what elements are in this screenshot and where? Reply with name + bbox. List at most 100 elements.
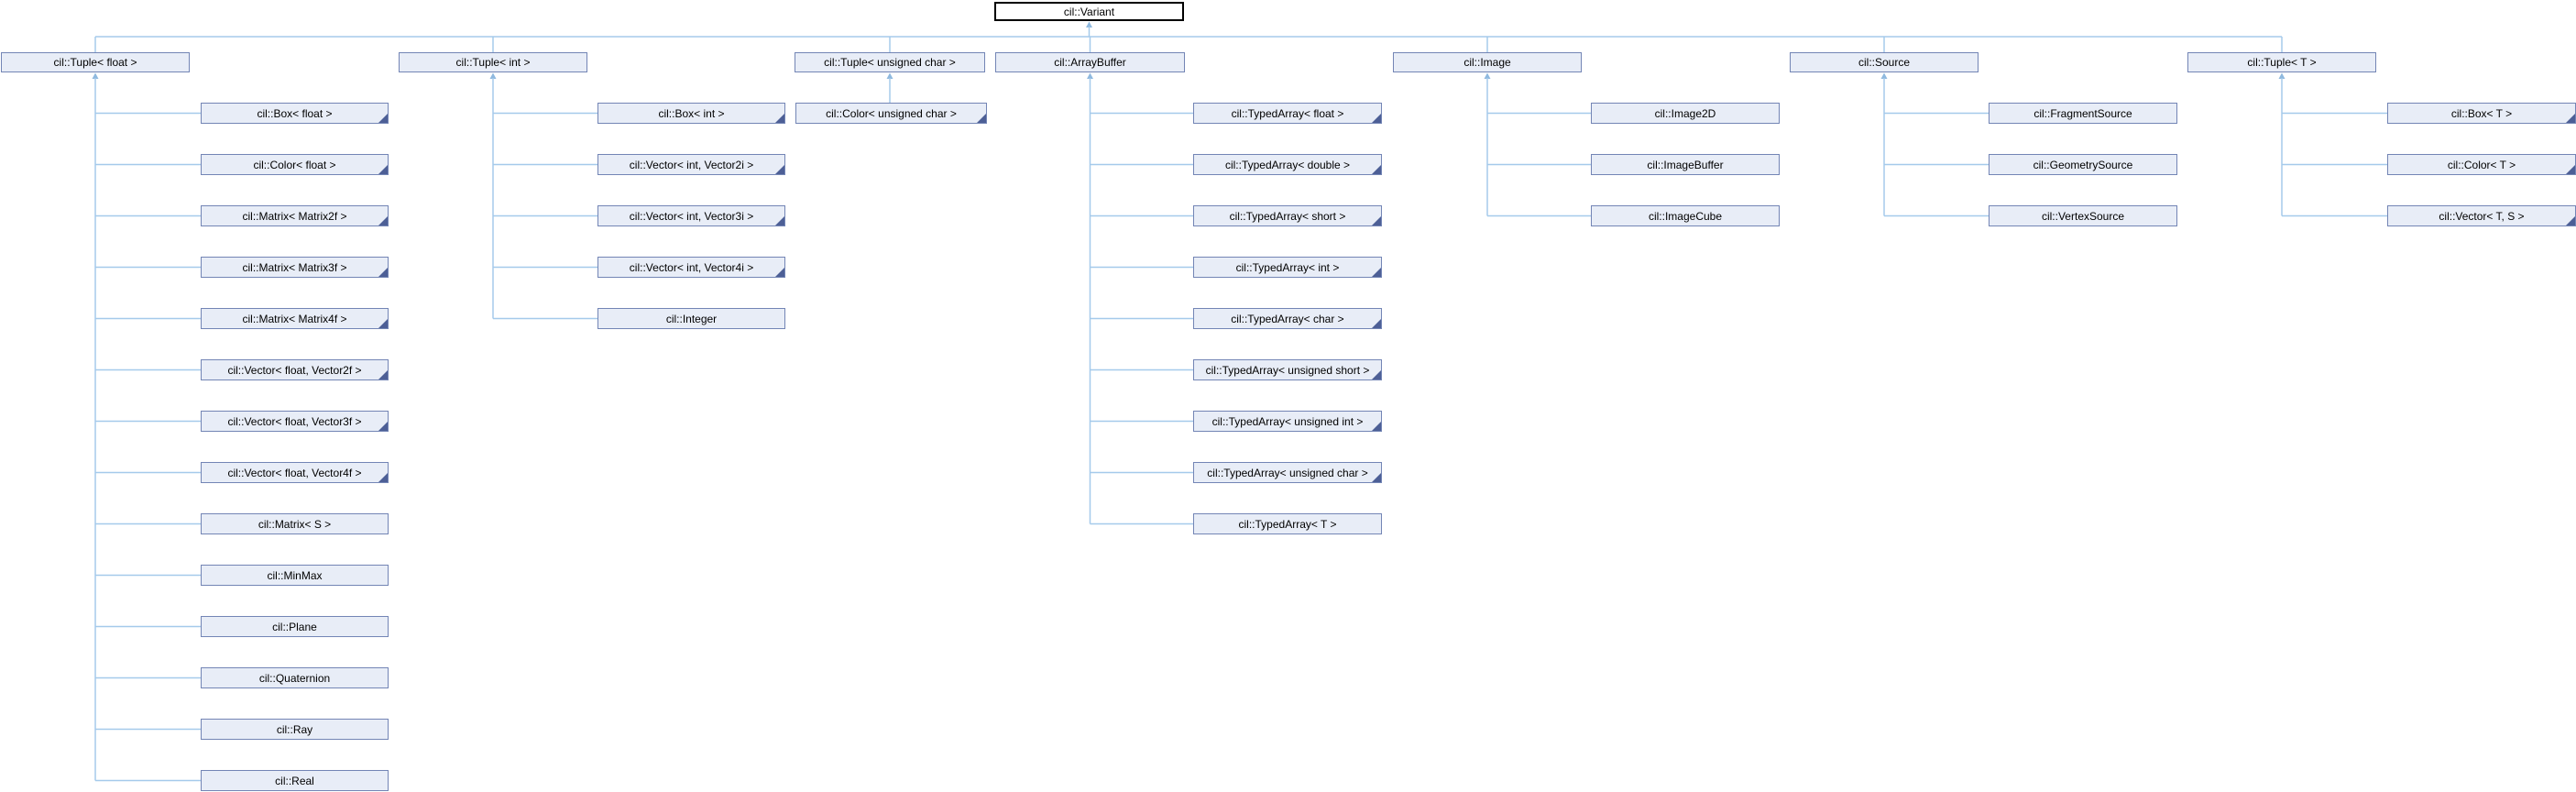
inheritance-arrowhead-icon: [489, 72, 497, 79]
class-node[interactable]: cil::Image2D: [1591, 103, 1780, 124]
class-node-label: cil::Box< int >: [658, 106, 725, 120]
truncated-indicator-icon: [2566, 216, 2575, 226]
class-node-label: cil::Integer: [665, 312, 718, 325]
class-node[interactable]: cil::ImageBuffer: [1591, 154, 1780, 175]
class-node-label: cil::TypedArray< short >: [1229, 209, 1346, 223]
class-node-label: cil::TypedArray< double >: [1224, 158, 1351, 171]
truncated-indicator-icon: [378, 268, 388, 277]
class-node[interactable]: cil::GeometrySource: [1989, 154, 2177, 175]
class-node[interactable]: cil::Tuple< float >: [1, 52, 190, 72]
class-node[interactable]: cil::Vector< float, Vector4f >: [201, 462, 389, 483]
class-node-label: cil::Image: [1463, 56, 1511, 69]
class-node[interactable]: cil::Tuple< unsigned char >: [795, 52, 985, 72]
class-node[interactable]: cil::TypedArray< unsigned char >: [1193, 462, 1382, 483]
class-node[interactable]: cil::TypedArray< T >: [1193, 513, 1382, 534]
class-node[interactable]: cil::ImageCube: [1591, 205, 1780, 226]
class-node-label: cil::Vector< float, Vector4f >: [227, 466, 362, 479]
class-node-label: cil::Vector< float, Vector2f >: [227, 363, 362, 377]
class-node[interactable]: cil::Box< T >: [2387, 103, 2576, 124]
class-node-label: cil::VertexSource: [2041, 209, 2125, 223]
class-node[interactable]: cil::MinMax: [201, 565, 389, 586]
truncated-indicator-icon: [775, 216, 784, 226]
class-node[interactable]: cil::TypedArray< unsigned short >: [1193, 359, 1382, 380]
inheritance-arrowhead-icon: [1086, 21, 1092, 28]
class-node[interactable]: cil::FragmentSource: [1989, 103, 2177, 124]
class-node[interactable]: cil::Plane: [201, 616, 389, 637]
class-node[interactable]: cil::TypedArray< char >: [1193, 308, 1382, 329]
inheritance-arrowhead-icon: [1484, 72, 1491, 79]
class-node[interactable]: cil::Box< float >: [201, 103, 389, 124]
class-node[interactable]: cil::Vector< int, Vector3i >: [597, 205, 785, 226]
class-node[interactable]: cil::Integer: [597, 308, 785, 329]
truncated-indicator-icon: [1372, 268, 1381, 277]
class-node[interactable]: cil::ArrayBuffer: [995, 52, 1185, 72]
truncated-indicator-icon: [1372, 216, 1381, 226]
class-node[interactable]: cil::Matrix< Matrix2f >: [201, 205, 389, 226]
class-node[interactable]: cil::Color< float >: [201, 154, 389, 175]
class-node-label: cil::TypedArray< int >: [1235, 260, 1340, 274]
truncated-indicator-icon: [2566, 114, 2575, 123]
truncated-indicator-icon: [977, 114, 986, 123]
class-node[interactable]: cil::Vector< int, Vector2i >: [597, 154, 785, 175]
class-node[interactable]: cil::Color< unsigned char >: [795, 103, 987, 124]
class-node-label: cil::GeometrySource: [2033, 158, 2133, 171]
class-node-label: cil::ArrayBuffer: [1054, 56, 1126, 69]
class-node-label: cil::Box< float >: [257, 106, 333, 120]
class-node[interactable]: cil::Source: [1790, 52, 1979, 72]
truncated-indicator-icon: [1372, 165, 1381, 174]
class-node[interactable]: cil::Tuple< T >: [2187, 52, 2376, 72]
class-node-label: cil::Vector< int, Vector2i >: [629, 158, 754, 171]
class-node[interactable]: cil::Tuple< int >: [399, 52, 587, 72]
truncated-indicator-icon: [775, 268, 784, 277]
truncated-indicator-icon: [378, 370, 388, 380]
class-node[interactable]: cil::TypedArray< double >: [1193, 154, 1382, 175]
class-node-label: cil::TypedArray< char >: [1231, 312, 1344, 325]
truncated-indicator-icon: [775, 114, 784, 123]
class-node-label: cil::Tuple< float >: [53, 56, 137, 69]
truncated-indicator-icon: [1372, 114, 1381, 123]
class-node-label: cil::Plane: [272, 620, 317, 633]
class-node[interactable]: cil::Box< int >: [597, 103, 785, 124]
class-node[interactable]: cil::Vector< float, Vector2f >: [201, 359, 389, 380]
class-node[interactable]: cil::Vector< int, Vector4i >: [597, 257, 785, 278]
class-node-label: cil::Matrix< Matrix2f >: [242, 209, 347, 223]
inheritance-arrowhead-icon: [92, 72, 99, 79]
truncated-indicator-icon: [378, 319, 388, 328]
class-node[interactable]: cil::TypedArray< int >: [1193, 257, 1382, 278]
class-node-label: cil::Color< unsigned char >: [826, 106, 957, 120]
class-node[interactable]: cil::TypedArray< unsigned int >: [1193, 411, 1382, 432]
class-node[interactable]: cil::TypedArray< float >: [1193, 103, 1382, 124]
class-node-label: cil::Tuple< unsigned char >: [824, 56, 956, 69]
inheritance-arrowhead-icon: [886, 72, 893, 79]
class-node[interactable]: cil::Ray: [201, 719, 389, 740]
class-node-label: cil::Color< float >: [253, 158, 336, 171]
class-node[interactable]: cil::Image: [1393, 52, 1582, 72]
class-node-label: cil::Quaternion: [258, 671, 331, 685]
class-node[interactable]: cil::Quaternion: [201, 667, 389, 688]
class-node-label: cil::Matrix< Matrix4f >: [242, 312, 347, 325]
class-node-label: cil::Ray: [276, 722, 313, 736]
class-node-label: cil::FragmentSource: [2033, 106, 2132, 120]
class-node[interactable]: cil::Vector< T, S >: [2387, 205, 2576, 226]
class-node[interactable]: cil::VertexSource: [1989, 205, 2177, 226]
class-node[interactable]: cil::Matrix< S >: [201, 513, 389, 534]
class-node-label: cil::Image2D: [1654, 106, 1716, 120]
class-node[interactable]: cil::TypedArray< short >: [1193, 205, 1382, 226]
class-node-label: cil::TypedArray< T >: [1238, 517, 1337, 531]
class-node[interactable]: cil::Matrix< Matrix4f >: [201, 308, 389, 329]
class-node[interactable]: cil::Matrix< Matrix3f >: [201, 257, 389, 278]
class-node-label: cil::Vector< float, Vector3f >: [227, 414, 362, 428]
class-node-label: cil::Variant: [1063, 5, 1115, 18]
class-node[interactable]: cil::Vector< float, Vector3f >: [201, 411, 389, 432]
truncated-indicator-icon: [378, 216, 388, 226]
inheritance-arrowhead-icon: [1087, 72, 1093, 79]
class-node[interactable]: cil::Real: [201, 770, 389, 791]
class-node[interactable]: cil::Color< T >: [2387, 154, 2576, 175]
truncated-indicator-icon: [1372, 422, 1381, 431]
class-node-label: cil::Matrix< Matrix3f >: [242, 260, 347, 274]
class-node-label: cil::TypedArray< float >: [1231, 106, 1344, 120]
root-class-node: cil::Variant: [994, 2, 1184, 21]
class-node-label: cil::ImageBuffer: [1647, 158, 1724, 171]
truncated-indicator-icon: [378, 114, 388, 123]
